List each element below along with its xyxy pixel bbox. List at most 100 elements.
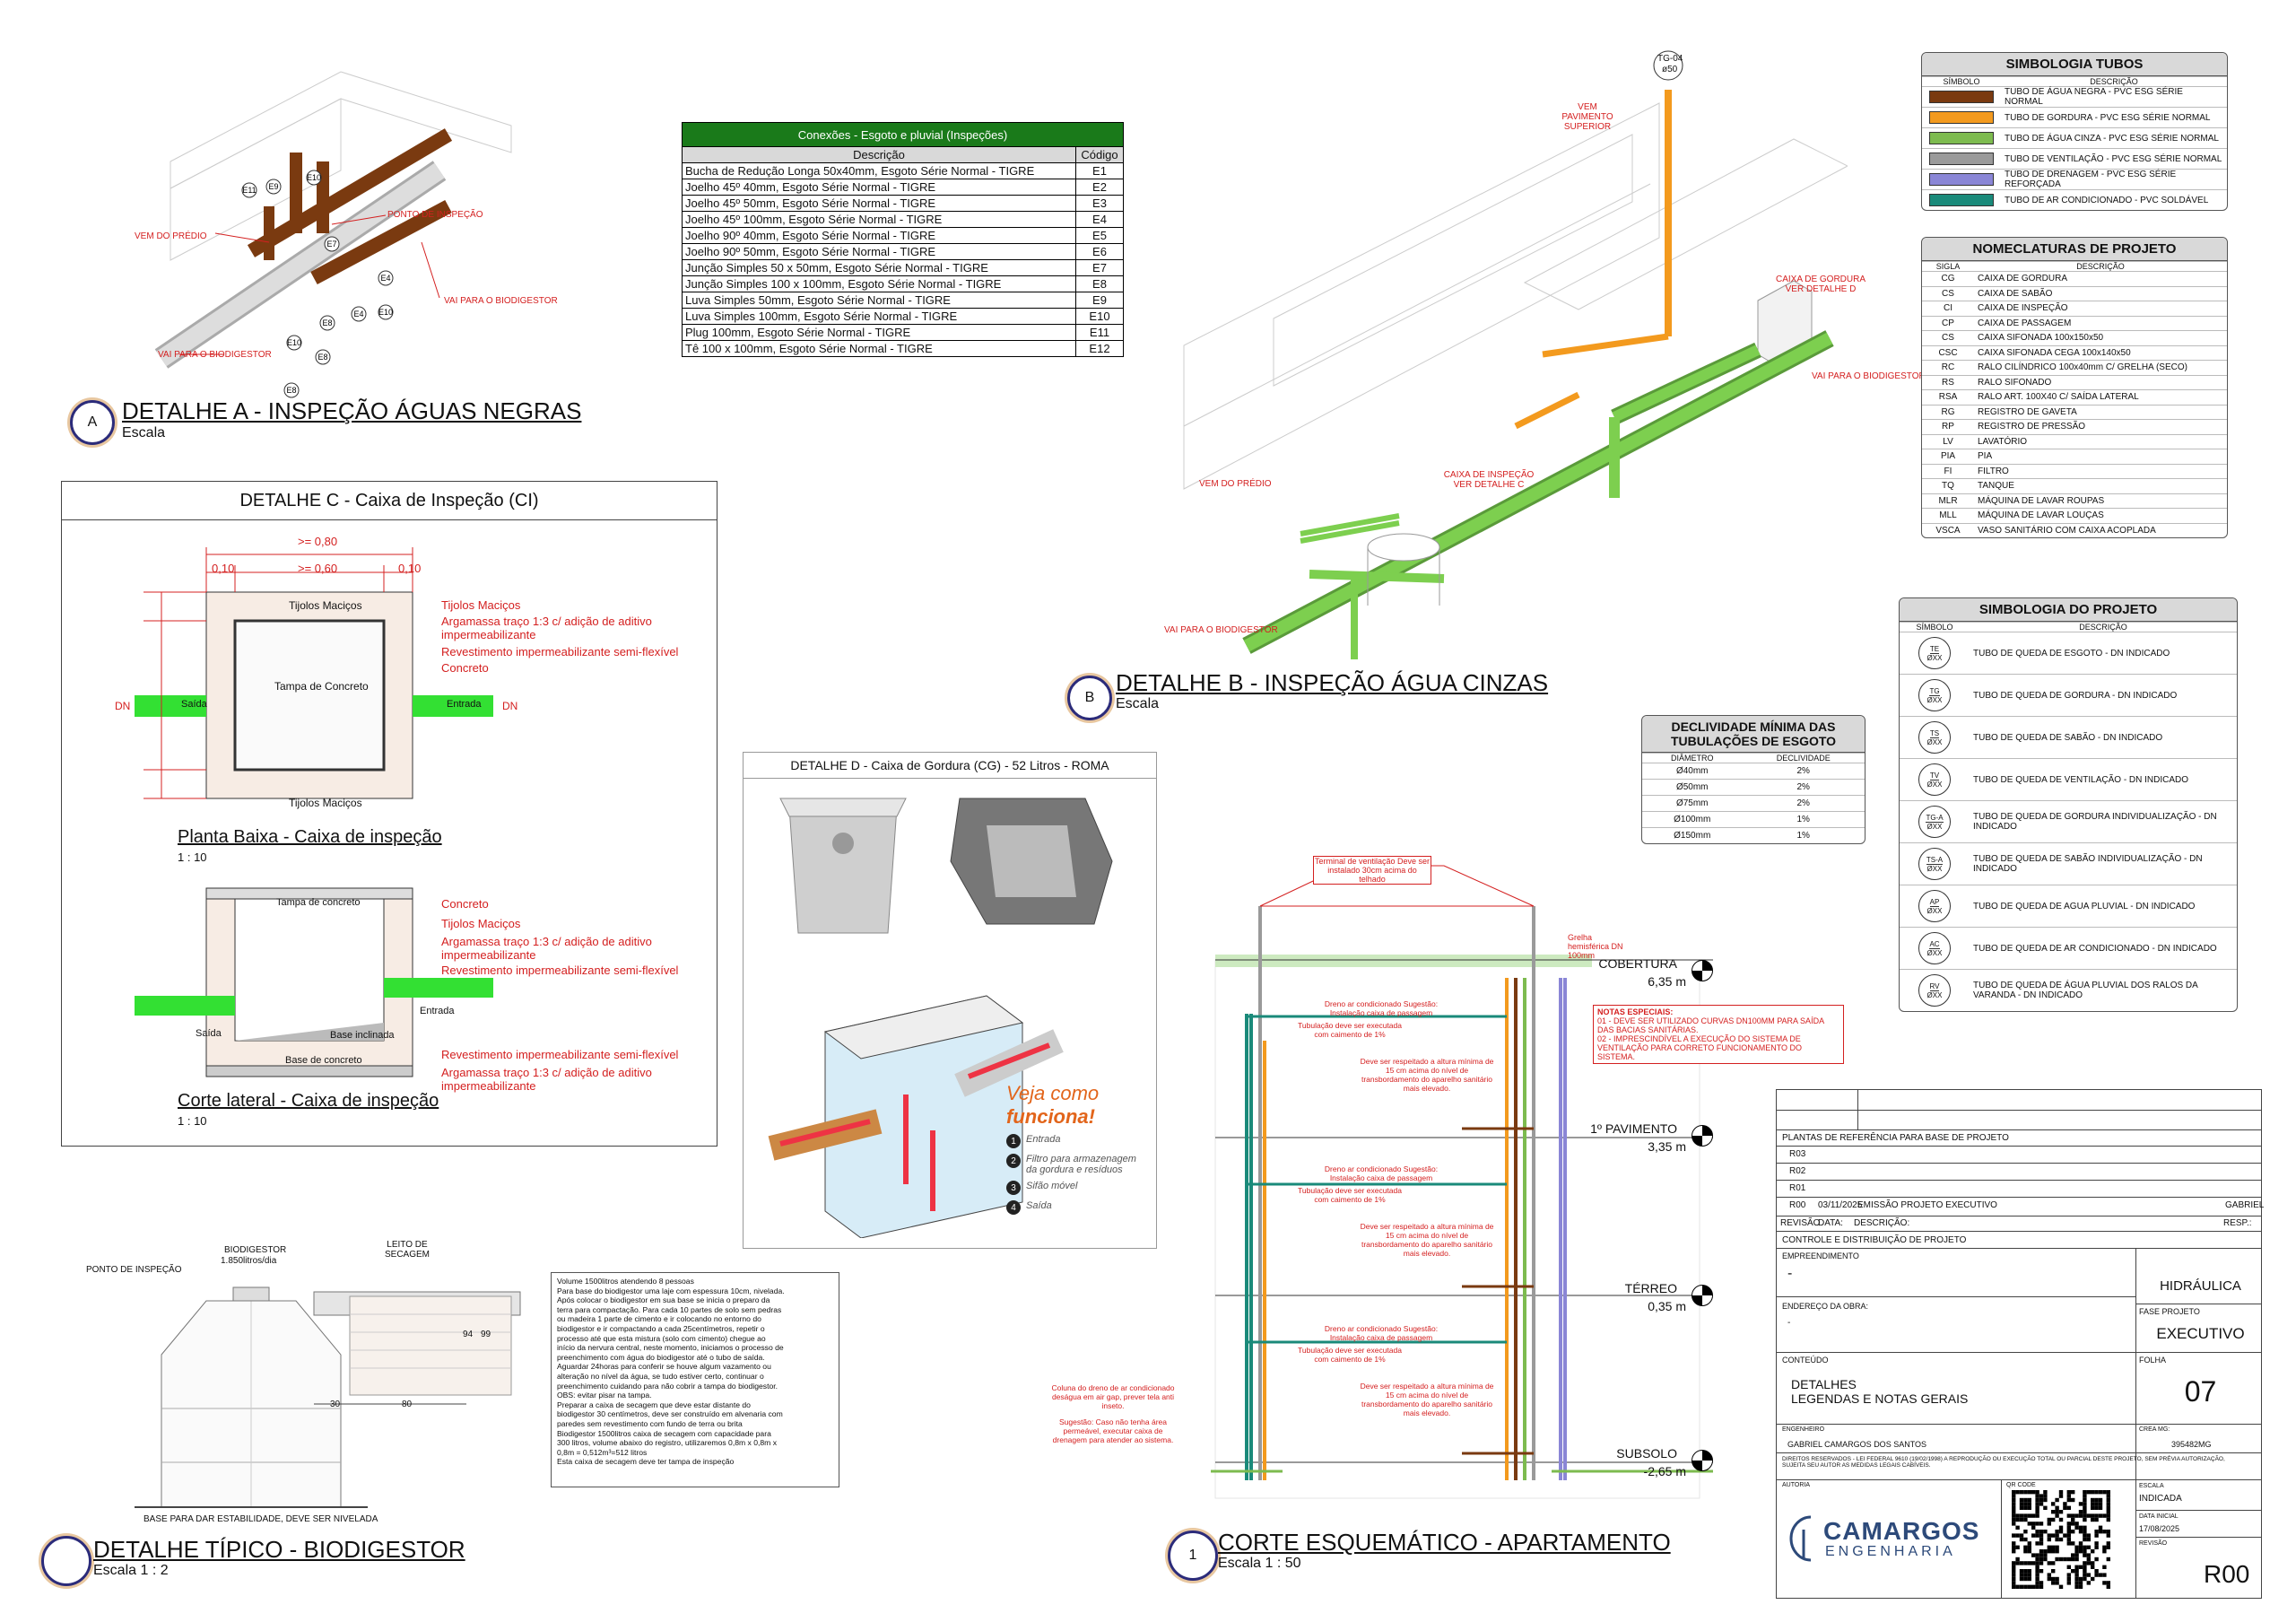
projeto-desc: TUBO DE QUEDA DE AR CONDICIONADO - DN IN… bbox=[1970, 927, 2237, 970]
connection-row: Junção Simples 100 x 100mm, Esgoto Série… bbox=[682, 275, 1124, 292]
connection-row: Bucha de Redução Longa 50x40mm, Esgoto S… bbox=[682, 162, 1124, 179]
plan-title: Planta Baixa - Caixa de inspeção bbox=[178, 827, 442, 847]
connection-code: E12 bbox=[1075, 340, 1124, 357]
bio-leito: LEITO DE SECAGEM bbox=[384, 1240, 430, 1260]
plan-top-label: Tijolos Maciços bbox=[289, 599, 362, 612]
tb-empreendimento-l: EMPREENDIMENTO bbox=[1782, 1251, 1859, 1260]
projeto-desc: TUBO DE QUEDA DE GORDURA INDIVIDUALIZAÇÃ… bbox=[1970, 800, 2237, 843]
svg-text:E8: E8 bbox=[322, 318, 332, 327]
connection-code: E1 bbox=[1075, 162, 1124, 179]
nomenclatura-desc: VASO SANITÁRIO COM CAIXA ACOPLADA bbox=[1974, 522, 2227, 537]
projeto-desc: TUBO DE QUEDA DE SABÃO INDIVIDUALIZAÇÃO … bbox=[1970, 842, 2237, 885]
nomenclatura-sigla: RP bbox=[1922, 419, 1974, 434]
tb-conteudo2: LEGENDAS E NOTAS GERAIS bbox=[1791, 1391, 1969, 1406]
corte-title: CORTE ESQUEMÁTICO - APARTAMENTO bbox=[1218, 1529, 1671, 1556]
connection-desc: Bucha de Redução Longa 50x40mm, Esgoto S… bbox=[682, 162, 1076, 179]
bio-note-line: biodigestor e ir compactando a cada 25ce… bbox=[557, 1323, 765, 1333]
level-marker-icon bbox=[1692, 960, 1713, 981]
bio-note-line: terra para compactação. Para cada 10 par… bbox=[557, 1304, 782, 1314]
plan-entrada-label: Entrada bbox=[447, 699, 482, 710]
detail-a-label-ponto: PONTO DE INSPEÇÃO bbox=[387, 210, 483, 220]
plan-note-4: Concreto bbox=[441, 661, 489, 675]
symbol-diam: ØXX bbox=[1926, 780, 1943, 789]
bio-note-line: Biodigestor 1500litros caixa de secagem … bbox=[557, 1428, 771, 1438]
bio-marker bbox=[41, 1536, 91, 1586]
symbol-diam: ØXX bbox=[1926, 906, 1943, 915]
nomenclatura-desc: TANQUE bbox=[1974, 478, 2227, 493]
symbol-code: AP bbox=[1929, 897, 1940, 907]
symbol-diam: ØXX bbox=[1926, 653, 1943, 662]
tb-brand2: ENGENHARIA bbox=[1825, 1544, 1956, 1559]
projeto-desc: TUBO DE QUEDA DE VENTILAÇÃO - DN INDICAD… bbox=[1970, 758, 2237, 801]
symbol-diam: ØXX bbox=[1926, 948, 1943, 957]
detail-a-scale: Escala bbox=[122, 425, 166, 440]
step-text: Entrada bbox=[1026, 1134, 1061, 1145]
nomenclatura-desc: REGISTRO DE GAVETA bbox=[1974, 404, 2227, 420]
tubo-desc: TUBO DE GORDURA - PVC ESG SÉRIE NORMAL bbox=[2001, 107, 2227, 128]
level-marker-icon bbox=[1692, 1125, 1713, 1147]
tb-empreendimento: - bbox=[1787, 1266, 1793, 1281]
dim-080: >= 0,80 bbox=[298, 535, 338, 548]
corte-notas-1: 01 - DEVE SER UTILIZADO CURVAS DN100MM P… bbox=[1597, 1016, 1824, 1034]
tubo-desc: TUBO DE ÁGUA CINZA - PVC ESG SÉRIE NORMA… bbox=[2001, 127, 2227, 149]
connection-row: Joelho 90º 40mm, Esgoto Série Normal - T… bbox=[682, 227, 1124, 244]
level-name: COBERTURA bbox=[1598, 956, 1677, 971]
nomenclatura-sigla: RS bbox=[1922, 374, 1974, 390]
symbol-diam: ØXX bbox=[1926, 822, 1943, 831]
connection-desc: Junção Simples 50 x 50mm, Esgoto Série N… bbox=[682, 259, 1076, 276]
nomenclatura-sigla: RC bbox=[1922, 360, 1974, 375]
detail-d-funciona: funciona! bbox=[1006, 1105, 1095, 1128]
connection-desc: Plug 100mm, Esgoto Série Normal - TIGRE bbox=[682, 324, 1076, 341]
nomenclatura-sigla: CG bbox=[1922, 271, 1974, 286]
legend-tubos-col2: DESCRIÇÃO bbox=[2001, 76, 2227, 87]
projeto-desc: TUBO DE QUEDA DE SABÃO - DN INDICADO bbox=[1970, 716, 2237, 759]
legend-declividade-col2: DECLIVIDADE bbox=[1742, 753, 1865, 763]
bio-note-line: Preparar a caixa de secagem que deve est… bbox=[557, 1400, 751, 1409]
declividade-diam: Ø100mm bbox=[1642, 811, 1743, 828]
section-note-6: Argamassa traço 1:3 c/ adição de aditivo… bbox=[441, 1066, 652, 1093]
level-value: 3,35 m bbox=[1648, 1139, 1686, 1154]
detail-d-frame: DETALHE D - Caixa de Gordura (CG) - 52 L… bbox=[743, 752, 1157, 1249]
tubulacao-note: Tubulação deve ser executada com caiment… bbox=[1298, 1021, 1402, 1039]
section-note-5: Revestimento impermeabilizante semi-flex… bbox=[441, 1048, 679, 1061]
nomenclatura-sigla: LV bbox=[1922, 433, 1974, 449]
bio-note-line: processo até que esta mistura (solo com … bbox=[557, 1333, 766, 1343]
detail-b-tg-diam: ø50 bbox=[1662, 65, 1678, 74]
pipe-swatch bbox=[1929, 173, 1994, 186]
detail-c-title: DETALHE C - Caixa de Inspeção (CI) bbox=[239, 491, 539, 510]
nomenclatura-desc: MÁQUINA DE LAVAR LOUÇAS bbox=[1974, 508, 2227, 523]
legend-projeto-col2: DESCRIÇÃO bbox=[1970, 622, 2237, 632]
connection-row: Tê 100 x 100mm, Esgoto Série Normal - TI… bbox=[682, 340, 1124, 357]
tb-folha-l: FOLHA bbox=[2139, 1356, 2167, 1365]
connections-col-code: Código bbox=[1075, 146, 1124, 163]
tubo-desc: TUBO DE VENTILAÇÃO - PVC ESG SÉRIE NORMA… bbox=[2001, 148, 2227, 170]
nomenclatura-sigla: CS bbox=[1922, 285, 1974, 301]
bio-label: BIODIGESTOR bbox=[224, 1245, 287, 1255]
nomenclatura-desc: CAIXA SIFONADA 100x150x50 bbox=[1974, 330, 2227, 345]
dim-010-right: 0,10 bbox=[398, 562, 422, 575]
corte-terminal-note: Terminal de ventilação Deve ser instalad… bbox=[1313, 856, 1431, 885]
connection-desc: Junção Simples 100 x 100mm, Esgoto Série… bbox=[682, 275, 1076, 292]
detail-b-label-vem-pav: VEM PAVIMENTO SUPERIOR bbox=[1561, 102, 1613, 132]
dreno-note: Dreno ar condicionado Sugestão: Instalaç… bbox=[1324, 1324, 1439, 1342]
connection-code: E9 bbox=[1075, 292, 1124, 309]
connection-row: Luva Simples 100mm, Esgoto Série Normal … bbox=[682, 308, 1124, 325]
legend-nomenclaturas-title: NOMECLATURAS DE PROJETO bbox=[1922, 238, 2227, 261]
declividade-diam: Ø50mm bbox=[1642, 779, 1743, 796]
